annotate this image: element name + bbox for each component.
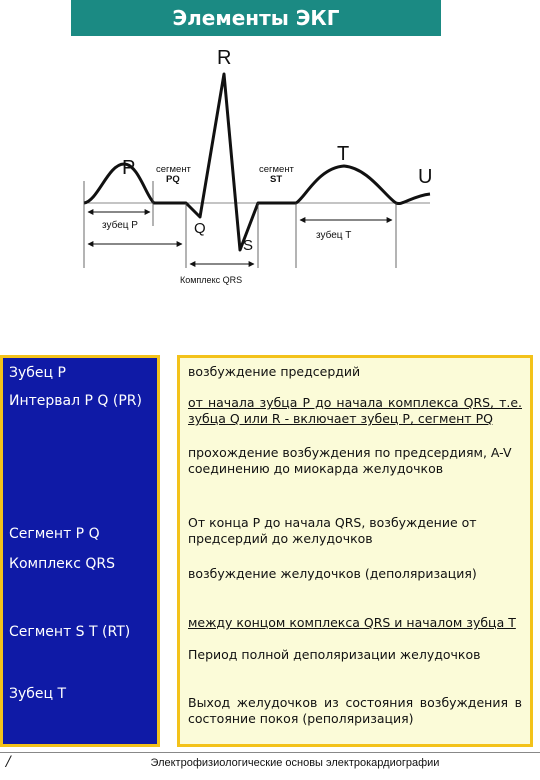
descriptions-column: возбуждение предсердий от начала зубца P…: [177, 355, 533, 747]
term-t-wave: Зубец Т: [9, 686, 67, 702]
segment-pq-label-1: сегмент: [156, 164, 192, 175]
desc-pq-segment: От конца Р до начала QRS, возбуждение от…: [188, 515, 477, 546]
p-wave-label: зубец Р: [102, 219, 138, 231]
desc-pq-interval-conduction: прохождение возбуждения по предсердиям, …: [188, 445, 512, 476]
terms-column: Зубец Р Интервал Р Q (PR) Сегмент Р Q Ко…: [0, 355, 160, 747]
desc-p-wave: возбуждение предсердий: [188, 364, 361, 379]
term-pq-interval: Интервал Р Q (PR): [9, 393, 142, 409]
term-qrs-complex: Комплекс QRS: [9, 556, 116, 572]
t-wave-label: зубец Т: [316, 229, 351, 241]
page-title: Элементы ЭКГ: [71, 0, 441, 36]
desc-st-segment-period: Период полной деполяризации желудочков: [188, 647, 481, 662]
wave-label-t: T: [337, 143, 349, 165]
qrs-complex-label: Комплекс QRS: [180, 275, 242, 285]
term-st-segment: Сегмент S Т (RT): [9, 624, 131, 640]
desc-t-wave: Выход желудочков из состояния возбуждени…: [188, 695, 522, 726]
segment-pq-label-2: PQ: [166, 174, 180, 185]
desc-st-segment-def: между концом комплекса QRS и началом зуб…: [188, 615, 516, 630]
footer-divider: [0, 752, 540, 753]
wave-label-u: U: [418, 166, 432, 188]
wave-label-s: S: [243, 237, 253, 254]
desc-qrs-complex: возбуждение желудочков (деполяризация): [188, 566, 477, 581]
ecg-diagram: P R Q S T U сегмент PQ сегмент ST зубец …: [83, 47, 432, 285]
desc-pq-interval-def: от начала зубца P до начала комплекса QR…: [188, 395, 522, 426]
segment-st-label-2: ST: [270, 174, 282, 185]
segment-st-label-1: сегмент: [259, 164, 295, 175]
term-p-wave: Зубец Р: [9, 365, 66, 381]
wave-label-r: R: [217, 47, 231, 69]
footer-page-marker: /: [6, 754, 11, 770]
footer-text: Электрофизиологические основы электрокар…: [150, 757, 440, 769]
wave-label-p: P: [122, 157, 135, 179]
wave-label-q: Q: [194, 220, 206, 237]
term-pq-segment: Сегмент Р Q: [9, 526, 100, 542]
